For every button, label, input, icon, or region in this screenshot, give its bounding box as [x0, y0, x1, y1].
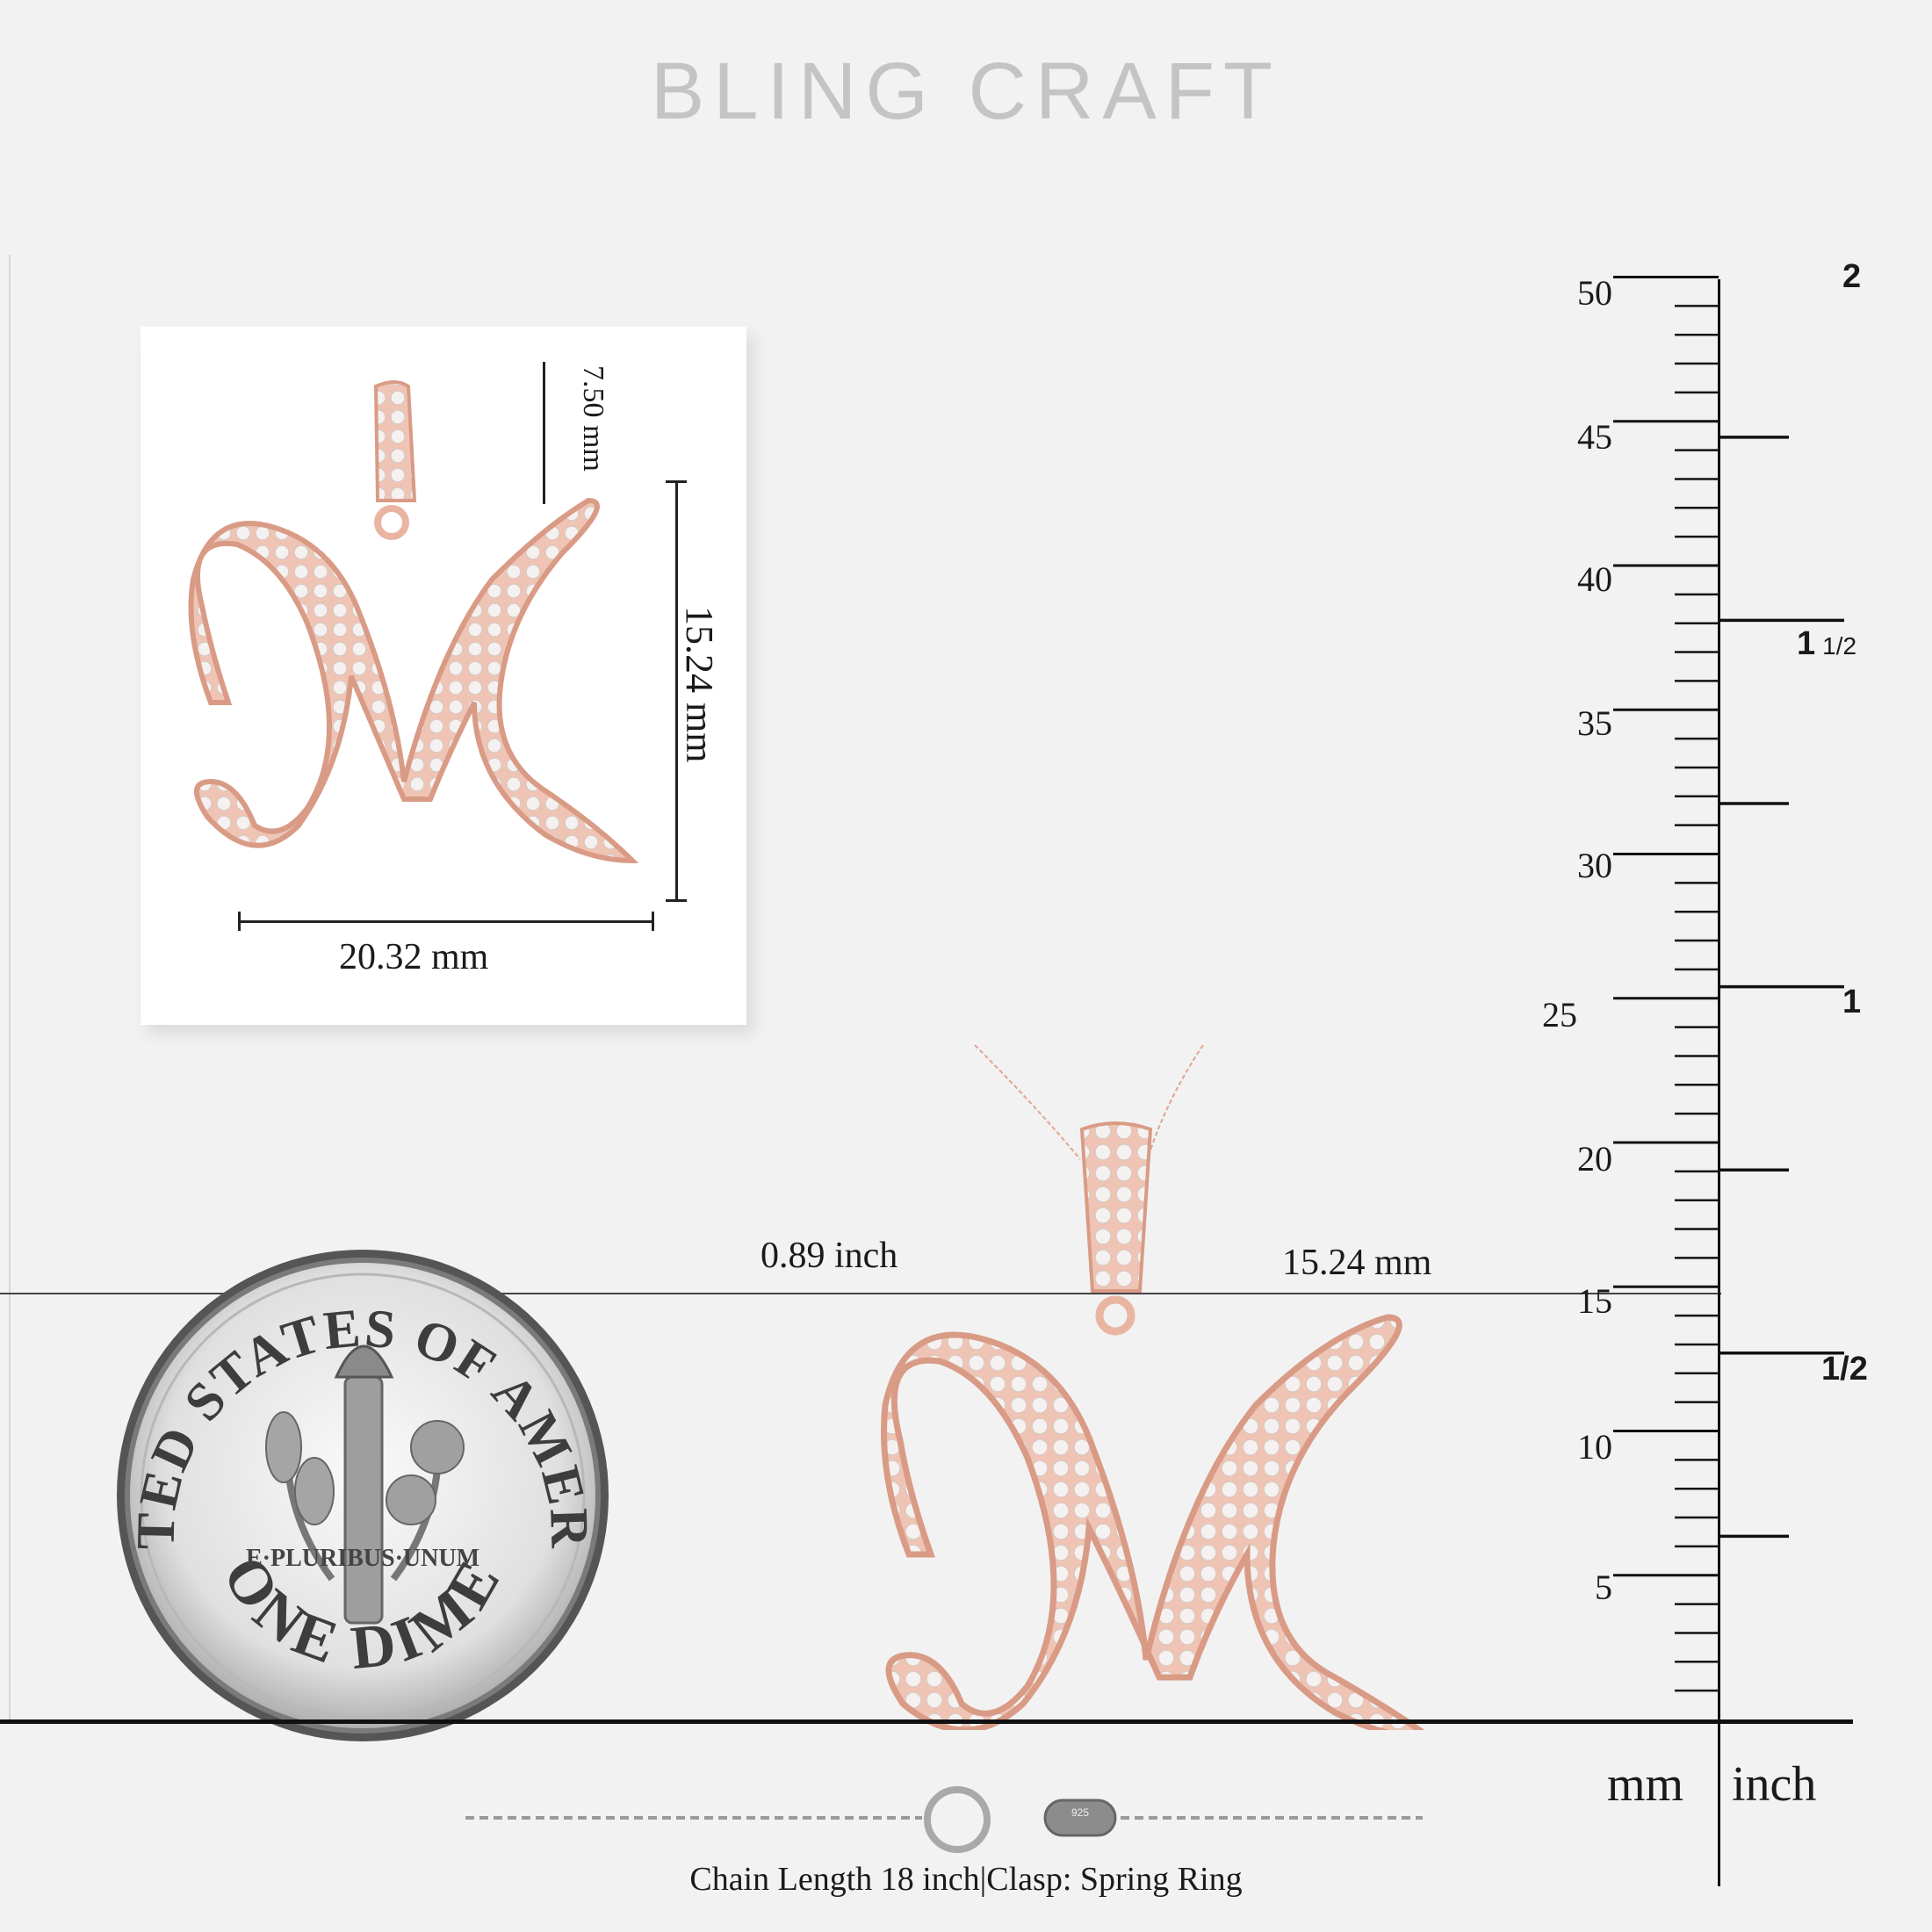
bail-height-line	[543, 362, 545, 504]
ruler-mm-label-50: 50	[1577, 273, 1612, 313]
inch-label-whole: 2	[1842, 258, 1862, 295]
main-pendant-image	[881, 1044, 1425, 1730]
ruler-ticks	[1613, 276, 1844, 1692]
width-inch-label: 0.89 inch	[761, 1236, 898, 1276]
pendant-width-tick-left	[238, 912, 241, 931]
ruler-mm-label-15: 15	[1577, 1281, 1612, 1321]
ruler-inch-label-2: 2	[1842, 258, 1861, 296]
pendant-height-line	[675, 481, 678, 901]
ruler-mm-label-25: 25	[1542, 995, 1577, 1034]
ruler-mm-label-35: 35	[1577, 703, 1612, 743]
spring-ring-clasp	[924, 1786, 991, 1853]
inset-pendant-image	[188, 380, 639, 864]
chain-caption: Chain Length 18 inch|Clasp: Spring Ring	[689, 1861, 1243, 1898]
inch-label-frac: 1/2	[1821, 1351, 1868, 1388]
ruler-unit-mm: mm	[1607, 1757, 1684, 1812]
ruler-inch-label-1-2: 1/2	[1821, 1351, 1868, 1388]
height-mm-label: 15.24 mm	[1282, 1243, 1432, 1283]
pendant-width-line	[239, 920, 653, 923]
ruler-unit-inch: inch	[1732, 1757, 1817, 1812]
pendant-height-label: 15.24 mm	[678, 606, 721, 763]
inch-label-whole: 1	[1842, 984, 1862, 1020]
chain-tag-text: 925	[1071, 1806, 1089, 1819]
bail-height-label: 7.50 mm	[577, 365, 609, 472]
brand-title: BLING CRAFT	[650, 47, 1282, 136]
dime-text: UNITED STATES OF AMERICA ONE DIME E·PLUR…	[112, 1245, 600, 1683]
chain-image: 925	[465, 1786, 1423, 1853]
ruler-mm-label-40: 40	[1577, 559, 1612, 599]
pendant-height-tick-bottom	[666, 899, 687, 902]
pendant-height-tick-top	[666, 480, 687, 483]
inch-label-frac: 1/2	[1822, 632, 1857, 660]
chain-tag	[1043, 1799, 1117, 1837]
baseline	[0, 1719, 1853, 1724]
inch-label-whole: 1	[1797, 625, 1816, 662]
pendant-width-tick-right	[652, 912, 654, 931]
reference-line	[0, 1293, 1721, 1294]
ruler-mm-label-45: 45	[1577, 417, 1612, 457]
coin-motto: E·PLURIBUS·UNUM	[246, 1545, 479, 1572]
pendant-width-label: 20.32 mm	[339, 937, 489, 977]
svg-text:UNITED STATES OF AMERICA: UNITED STATES OF AMERICA	[112, 1245, 600, 1550]
ruler-mm-label-20: 20	[1577, 1139, 1612, 1179]
ruler-mm-label-10: 10	[1577, 1427, 1612, 1467]
ruler-spine	[1718, 279, 1720, 1886]
ruler-mm-label-30: 30	[1577, 846, 1612, 885]
ruler-mm-label-5: 5	[1595, 1568, 1612, 1607]
coin-top-text: UNITED STATES OF AMERICA	[112, 1245, 598, 1550]
ruler-inch-label-1: 1	[1842, 984, 1861, 1021]
left-edge-line	[9, 255, 11, 1721]
dime-coin	[112, 1245, 613, 1746]
